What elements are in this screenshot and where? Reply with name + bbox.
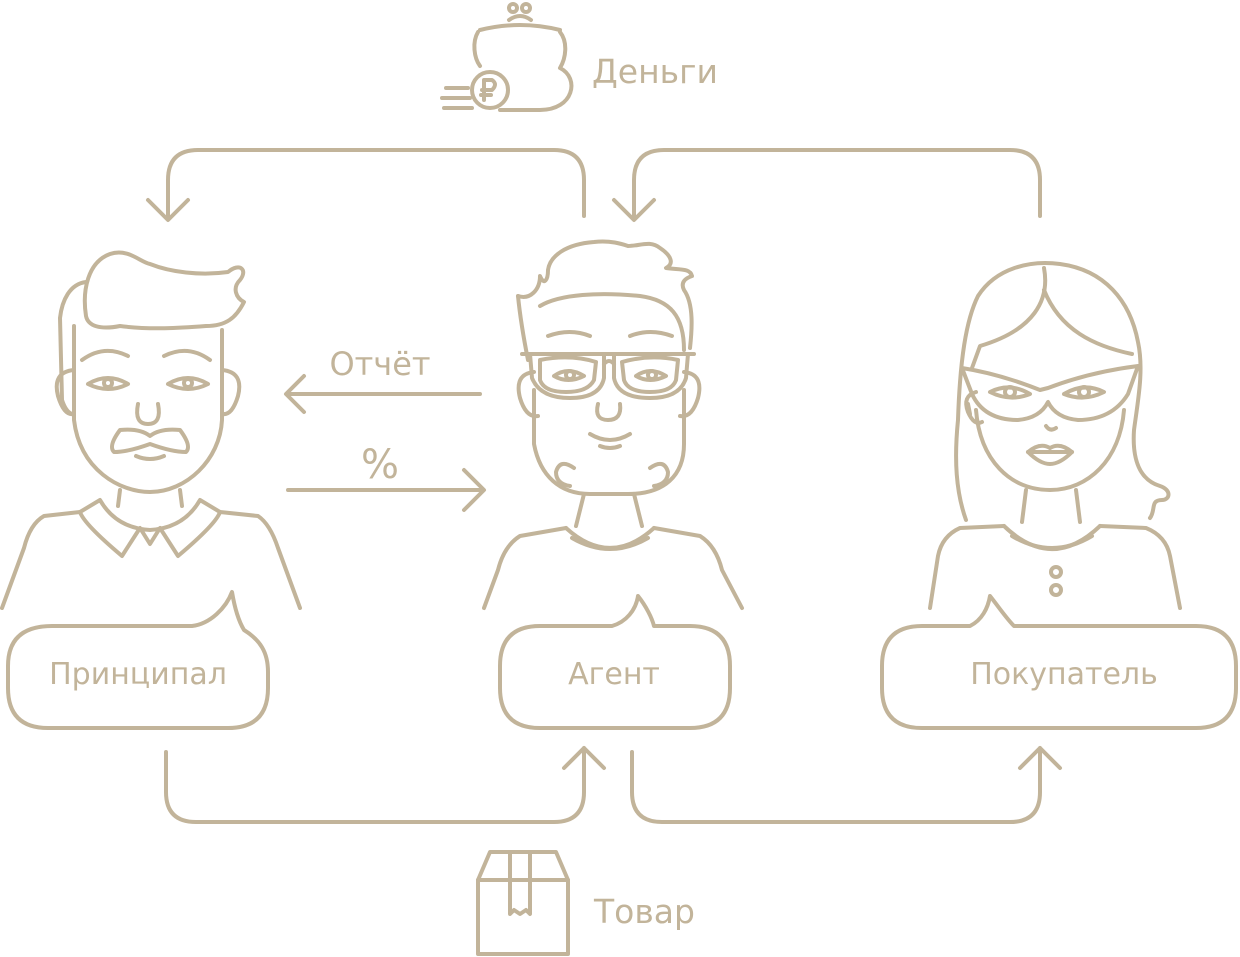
buyer-speech-bubble [880,594,1238,730]
agent-label: Агент [568,657,660,692]
report-arrow-agent-to-principal [284,374,482,414]
report-label: Отчёт [329,345,430,383]
principal-speech-bubble [6,590,270,730]
goods-flow-agent-to-buyer-arrow [630,746,1062,824]
principal-label: Принципал [49,657,227,692]
agent-man-with-glasses-illustration [482,239,744,610]
goods-flow-principal-to-agent-arrow [164,746,606,824]
percent-label: % [361,442,399,488]
goods-label: Товар [593,892,695,931]
buyer-woman-with-glasses-illustration [928,261,1182,610]
parcel-box-icon [476,850,570,956]
agent-speech-bubble [498,594,732,730]
percent-arrow-principal-to-agent [286,468,486,512]
money-flow-agent-to-principal-arrow [146,148,586,222]
money-label: Деньги [592,52,718,91]
principal-man-illustration [0,250,302,610]
buyer-label: Покупатель [970,657,1158,692]
money-flow-buyer-to-agent-arrow [612,148,1042,222]
wallet-with-ruble-coin-icon [440,2,574,112]
